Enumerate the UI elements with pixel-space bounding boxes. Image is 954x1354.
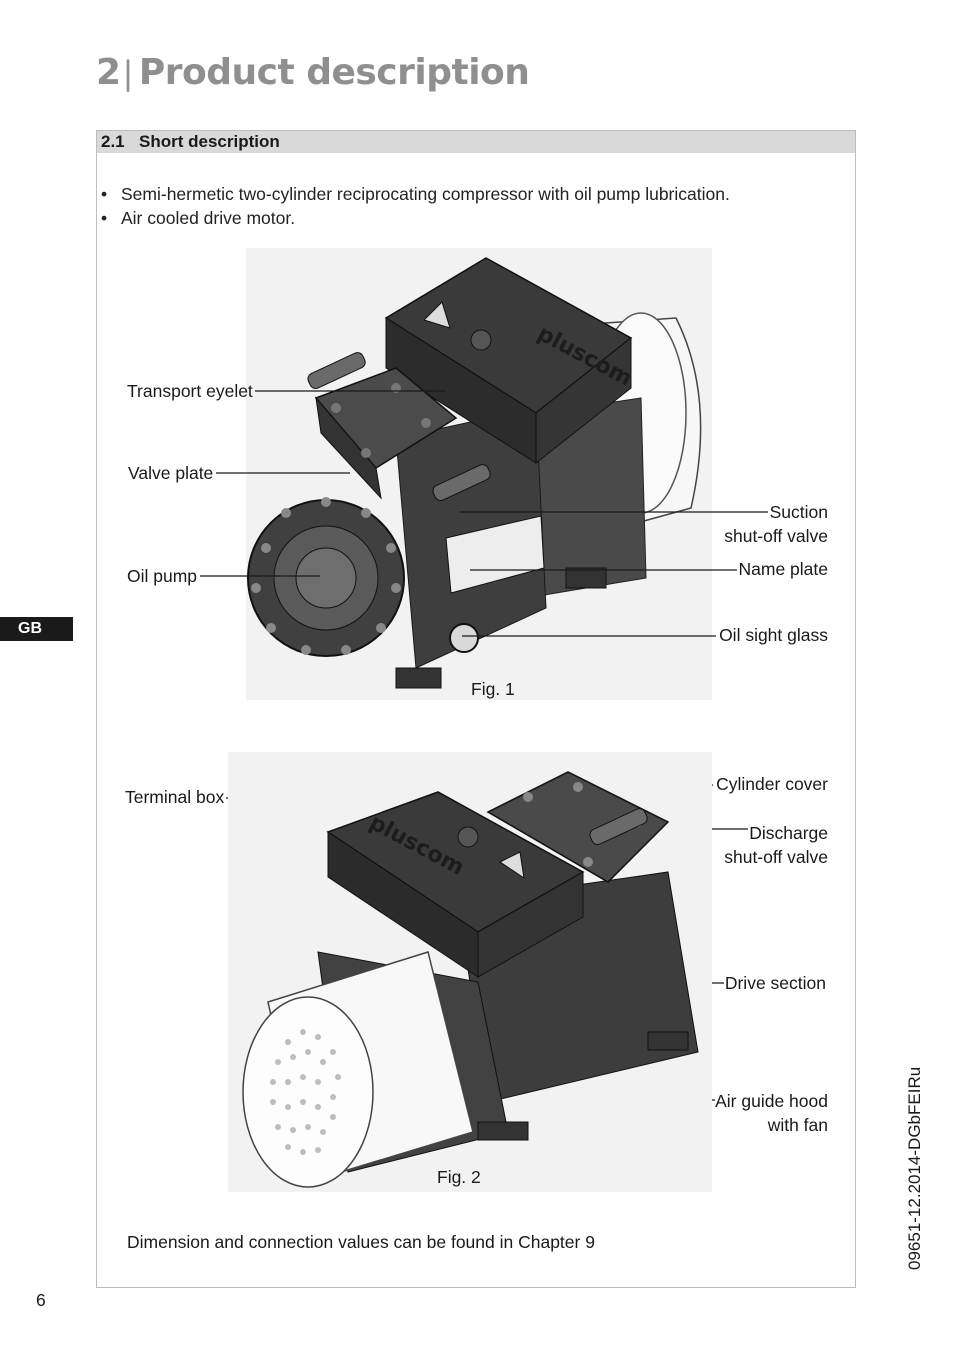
section-header: 2.1 Short description <box>97 131 855 153</box>
bullet-item: Air cooled drive motor. <box>101 206 730 230</box>
label-air-guide-hood: Air guide hood with fan <box>690 1089 828 1137</box>
label-drive-section: Drive section <box>724 973 826 993</box>
label-terminal-box: Terminal box <box>125 787 225 807</box>
chapter-title: 2|Product description <box>96 52 530 93</box>
chapter-number: 2 <box>96 52 121 93</box>
figure-2-caption: Fig. 2 <box>437 1167 481 1187</box>
document-code: 09651-12.2014-DGbFEIRu <box>905 1066 924 1270</box>
label-name-plate: Name plate <box>738 559 829 579</box>
bullet-list: Semi-hermetic two-cylinder reciprocating… <box>101 182 730 230</box>
label-air-guide-line1: Air guide hood <box>715 1091 828 1111</box>
label-transport-eyelet: Transport eyelet <box>127 381 253 401</box>
page-number: 6 <box>36 1290 46 1310</box>
figure-1-caption: Fig. 1 <box>471 679 515 699</box>
label-discharge-line2: shut-off valve <box>724 847 828 867</box>
label-suction-line2: shut-off valve <box>724 526 828 546</box>
label-discharge-shutoff-valve: Discharge shut-off valve <box>690 821 828 869</box>
language-badge: GB <box>0 617 73 641</box>
label-cylinder-cover: Cylinder cover <box>716 774 828 794</box>
section-number: 2.1 <box>101 132 125 151</box>
label-valve-plate: Valve plate <box>128 463 214 483</box>
section-frame <box>96 130 856 1288</box>
label-suction-line1: Suction <box>769 502 828 522</box>
bullet-item: Semi-hermetic two-cylinder reciprocating… <box>101 182 730 206</box>
footer-note: Dimension and connection values can be f… <box>127 1232 595 1252</box>
chapter-separator: | <box>122 54 134 92</box>
label-suction-shutoff-valve: Suction shut-off valve <box>700 500 828 548</box>
figure-1-compressor-drawing: pluscom <box>246 248 712 700</box>
label-air-guide-line2: with fan <box>767 1115 828 1135</box>
chapter-title-text: Product description <box>138 52 530 93</box>
label-oil-sight-glass: Oil sight glass <box>719 625 828 645</box>
figure-2-compressor-drawing: pluscom <box>228 752 712 1192</box>
label-discharge-line1: Discharge <box>749 823 828 843</box>
section-title: Short description <box>139 132 280 151</box>
label-oil-pump: Oil pump <box>127 566 198 586</box>
